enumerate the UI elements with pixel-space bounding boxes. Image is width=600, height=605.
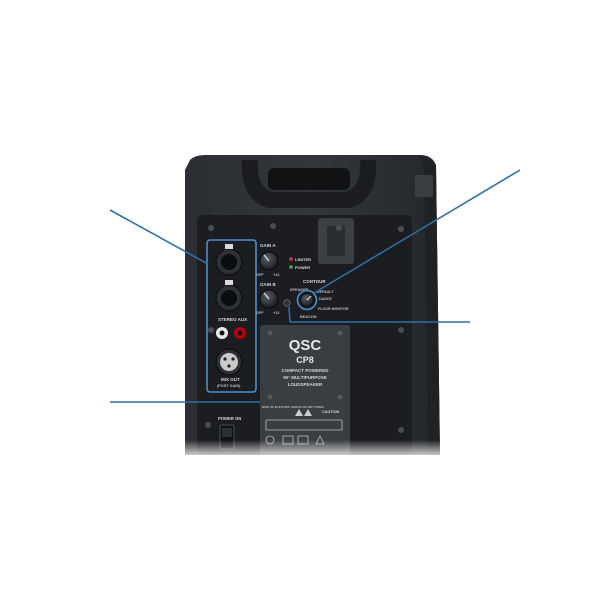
gain-b-max: +12 (273, 311, 279, 315)
brand-line-1: COMPACT POWERED (282, 368, 330, 373)
beacon-label: BEACON (300, 315, 317, 319)
bottom-fade (180, 440, 450, 460)
contour-opt-default: DEFAULT (317, 290, 334, 294)
callout-line-inputs (109, 209, 209, 265)
gain-a-max: +12 (273, 273, 279, 277)
contour-opt-floor: FLOOR MONITOR (318, 307, 349, 311)
contour-title: CONTOUR (303, 279, 326, 284)
carry-handle (241, 160, 377, 208)
corner-latch (415, 175, 433, 197)
warning-caution: CAUTION (322, 410, 340, 414)
input-a-combo-jack (215, 244, 243, 276)
mix-out-sub-label: (POST GAIN) (217, 384, 241, 388)
input-b-combo-jack (215, 280, 243, 312)
gain-a-knob (259, 251, 279, 271)
callout-line-contour (313, 169, 521, 294)
input-section-outline (206, 239, 257, 393)
gain-a-off: OFF (256, 273, 264, 277)
gain-a-label: GAIN A (260, 243, 276, 248)
brand-line-2: 90° MULTIPURPOSE (283, 375, 326, 380)
nameplate-screws (267, 330, 343, 400)
model-name: CP8 (296, 355, 314, 365)
stereo-aux-label: STEREO AUX (218, 317, 247, 322)
mix-out-xlr-jack (215, 348, 243, 376)
cabinet-side (420, 155, 440, 455)
handle-recess (268, 168, 350, 190)
limiter-led (289, 257, 293, 261)
gain-b-knob (259, 289, 279, 309)
gain-b-label: GAIN B (260, 282, 277, 287)
callout-lines (109, 169, 521, 403)
limiter-label: LIMITER (295, 257, 311, 262)
contour-selector-knob (300, 293, 314, 307)
stereo-aux-jacks (216, 327, 246, 339)
panel-screws (205, 223, 404, 433)
brand-logo: QSC (289, 337, 322, 354)
contour-selector-highlight (296, 289, 318, 311)
contour-speaker: SPEAKER (290, 288, 309, 292)
power-switch-rocker (222, 428, 232, 437)
mount-slot (327, 226, 345, 256)
nameplate (260, 325, 350, 455)
beacon-callout-stub (288, 306, 291, 323)
power-led-label: POWER (295, 265, 310, 270)
contour-opt-dance: DANCE (319, 297, 332, 301)
warning-triangle-icons (295, 409, 312, 416)
gain-b-off: OFF (256, 311, 264, 315)
beacon-button (283, 299, 291, 307)
mix-out-label: MIX OUT (221, 377, 240, 382)
power-led (289, 265, 293, 269)
warning-text-left: RISK OF ELECTRIC SHOCK DO NOT OPEN (262, 405, 324, 409)
power-switch-label: POWER ON (218, 416, 241, 421)
brand-line-3: LOUDSPEAKER (288, 382, 323, 387)
